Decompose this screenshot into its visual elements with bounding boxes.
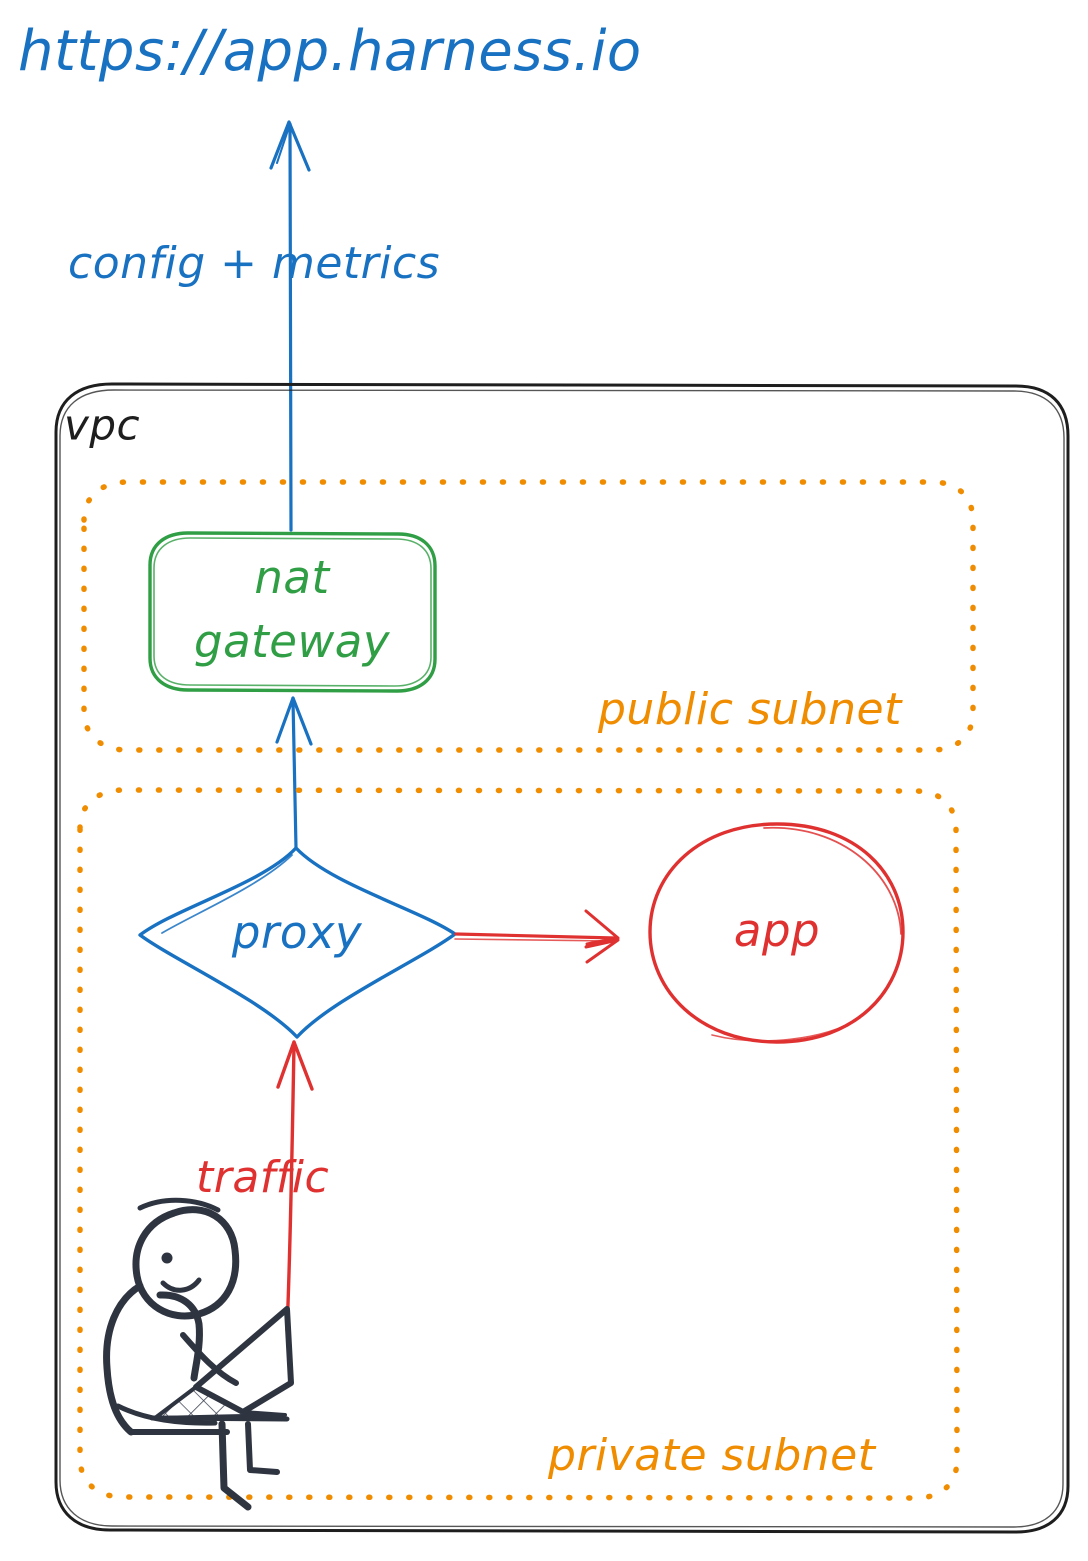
- traffic-label: traffic: [196, 1152, 329, 1203]
- public-subnet-label: public subnet: [597, 684, 903, 735]
- config-metrics-label: config + metrics: [68, 238, 440, 289]
- traffic-connector: [276, 1040, 314, 1332]
- app-label: app: [734, 904, 820, 957]
- outbound-connector: [269, 120, 311, 532]
- private-subnet-label: private subnet: [547, 1430, 877, 1481]
- proxy-label: proxy: [231, 906, 363, 959]
- proxy-node[interactable]: proxy: [138, 846, 457, 1039]
- app-node[interactable]: app: [648, 822, 905, 1044]
- destination-url: https://app.harness.io: [18, 19, 642, 84]
- proxy-to-app-connector: [454, 909, 620, 964]
- nat-gateway-label-line1: nat: [254, 551, 331, 604]
- vpc-label: vpc: [64, 401, 140, 450]
- person-with-laptop-icon: [103, 1197, 294, 1511]
- nat-gateway-label-line2: gateway: [194, 615, 391, 668]
- vpc-boundary: [54, 382, 1070, 1534]
- destination-url-text: https://app.harness.io: [18, 19, 642, 84]
- proxy-to-nat-connector: [275, 696, 313, 850]
- nat-gateway-node[interactable]: nat gateway: [148, 531, 437, 693]
